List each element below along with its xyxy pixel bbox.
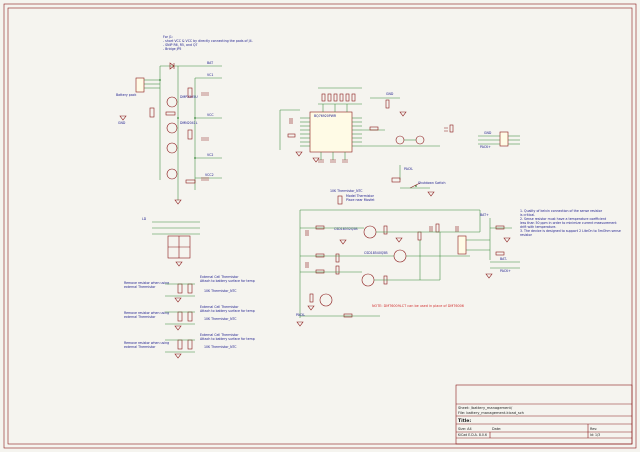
transistor	[395, 135, 405, 145]
bat-label: BAT	[207, 61, 213, 65]
remove-note-2b: external Thermistor	[124, 315, 156, 319]
pack-connector	[499, 131, 509, 147]
model-thermistor-sub: Place near Mosfet	[346, 198, 375, 202]
tb-size: Size: A4	[458, 427, 472, 431]
ext-cell-attach-3: Attach to battery surface for temp	[200, 337, 255, 341]
nmos-q4	[319, 293, 333, 307]
sense-resistor	[457, 235, 467, 255]
blue-note-7: resistor	[520, 233, 533, 237]
remove-note-1b: external Thermistor	[124, 285, 156, 289]
tb-id: Id: 1/3	[590, 433, 600, 437]
remove-note-3a: Remove resistor when using	[124, 341, 169, 345]
blue-note-2: is critical.	[520, 213, 535, 217]
model-thermistor-part: 10K Thermistor_NTC	[330, 189, 363, 193]
tb-title-label: Title:	[458, 418, 471, 424]
battery-pack-label: Battery pack	[116, 93, 137, 97]
ext-cell-attach-2: Attach to battery surface for temp	[200, 309, 255, 313]
pack-minus-bottom: PACK-	[296, 313, 305, 317]
shutdown-label: Shutdown Switch	[418, 181, 445, 185]
blue-note-6: 3. The device is designed to support 2 L…	[520, 229, 621, 233]
ext-cell-3: External Cell Thermistor	[200, 333, 239, 337]
ground-symbol	[174, 199, 182, 205]
remove-note-1a: Remove resistor when using	[124, 281, 169, 285]
sheet-border	[3, 3, 637, 449]
nmos-q3	[361, 273, 375, 287]
gnd-label-ic: GND	[386, 92, 394, 96]
blue-note-5: drift with temperature.	[520, 225, 556, 229]
nmos-charge	[363, 225, 377, 239]
tb-kicad: KiCad E.D.A. 8.0.6	[458, 433, 487, 437]
ext-cell-2: External Cell Thermistor	[200, 305, 239, 309]
blue-note-1: 1. Quality of kelvin connection of the s…	[520, 209, 603, 213]
tb-date: Date:	[492, 427, 501, 431]
thermistor-part-3: 10K Thermistor_NTC	[204, 345, 237, 349]
pack-plus-label: PACK+	[500, 269, 511, 273]
resistor	[187, 87, 193, 98]
capacitor	[201, 92, 209, 96]
model-thermistor-title: Model Thermistor	[346, 194, 375, 198]
nmos-charge-part: CSD18532Q5B	[334, 227, 358, 231]
resistor	[187, 129, 193, 140]
fet-switch-circuit: 10K Thermistor_NTC Model Thermistor Plac…	[296, 189, 481, 327]
notes-header: For J1:	[163, 35, 173, 39]
vcc2-label: VCC2	[205, 173, 214, 177]
warning-note: NOTE: DMT6009LCT can be used in place of…	[372, 304, 464, 308]
bat-minus-label: BAT-	[500, 257, 507, 261]
vc2-label: VC2	[207, 153, 213, 157]
vcc-label: VCC	[207, 113, 214, 117]
ext-cell-1: External Cell Thermistor	[200, 275, 239, 279]
bat-plus-label: BAT+	[480, 213, 489, 217]
resistor	[185, 179, 196, 184]
sense-circuit: BAT+ BAT- PACK+ 1. Quality of kelvin con…	[457, 209, 621, 279]
tb-sheet: Sheet: /battery_management/	[458, 406, 513, 410]
thermistor-3: Remove resistor when using external Ther…	[124, 333, 255, 359]
sheet-inner-border	[7, 7, 633, 445]
resistor	[149, 107, 155, 118]
capacitor	[201, 137, 209, 141]
bq76920-circuit: BQ76920PWR	[279, 87, 520, 197]
jumper-block: LD	[142, 217, 200, 267]
remove-note-2a: Remove resistor when using	[124, 311, 169, 315]
nmos-discharge-part: CSD18540Q5B	[364, 251, 388, 255]
transistor	[415, 135, 425, 145]
pack-minus-label: PACK-	[404, 167, 413, 171]
gnd-conn-label: GND	[484, 131, 492, 135]
thermistor-part-2: 10K Thermistor_NTC	[204, 317, 237, 321]
diode-symbol	[169, 62, 175, 70]
capacitor	[201, 177, 209, 181]
nmos-q4	[166, 168, 178, 180]
thermistor-1: Remove resistor when using external Ther…	[124, 275, 255, 303]
ground-symbol	[119, 115, 127, 121]
pmos-q1	[166, 96, 178, 108]
remove-note-3b: external Thermistor	[124, 345, 156, 349]
power-path-circuit: BAT VC1 VCC VC2 VCC2 Battery pack DMP230…	[116, 61, 222, 205]
title-block: Sheet: /battery_management/ File: batter…	[455, 384, 633, 445]
pack-plus-conn-label: PACK+	[480, 145, 491, 149]
tb-rev: Rev:	[590, 427, 597, 431]
q2-part: DMN2041L	[180, 121, 198, 125]
nmos-q3	[166, 142, 178, 154]
ext-cell-attach-1: Attach to battery surface for temp	[200, 279, 255, 283]
notes-block: For J1: - short VCC & VCC by directly co…	[163, 35, 253, 51]
resistor	[165, 111, 176, 116]
vc1-label: VC1	[207, 73, 213, 77]
tb-file: File: battery_management.kicad_sch	[458, 411, 524, 415]
ld-label: LD	[142, 217, 147, 221]
gnd-label: GND	[118, 121, 126, 125]
ic-bq76920	[309, 111, 353, 153]
blue-note-3: 2. Sense resistor must have a temperatur…	[520, 217, 607, 221]
notes-line-2: - SNIP R6, R5, and Q7	[163, 43, 198, 47]
nmos-discharge	[393, 249, 407, 263]
ic-name: BQ76920PWR	[314, 114, 337, 118]
thermistor-2: Remove resistor when using external Ther…	[124, 305, 255, 331]
thermistor-part-1: 10K Thermistor_NTC	[204, 289, 237, 293]
notes-line-1: - short VCC & VCC by directly connecting…	[163, 39, 253, 43]
notes-line-3: - Bridge JP5	[163, 47, 181, 51]
battery-connector	[135, 77, 145, 93]
blue-note-4: less than 50 ppm in order to minimize cu…	[520, 221, 617, 225]
nmos-q2	[166, 122, 178, 134]
